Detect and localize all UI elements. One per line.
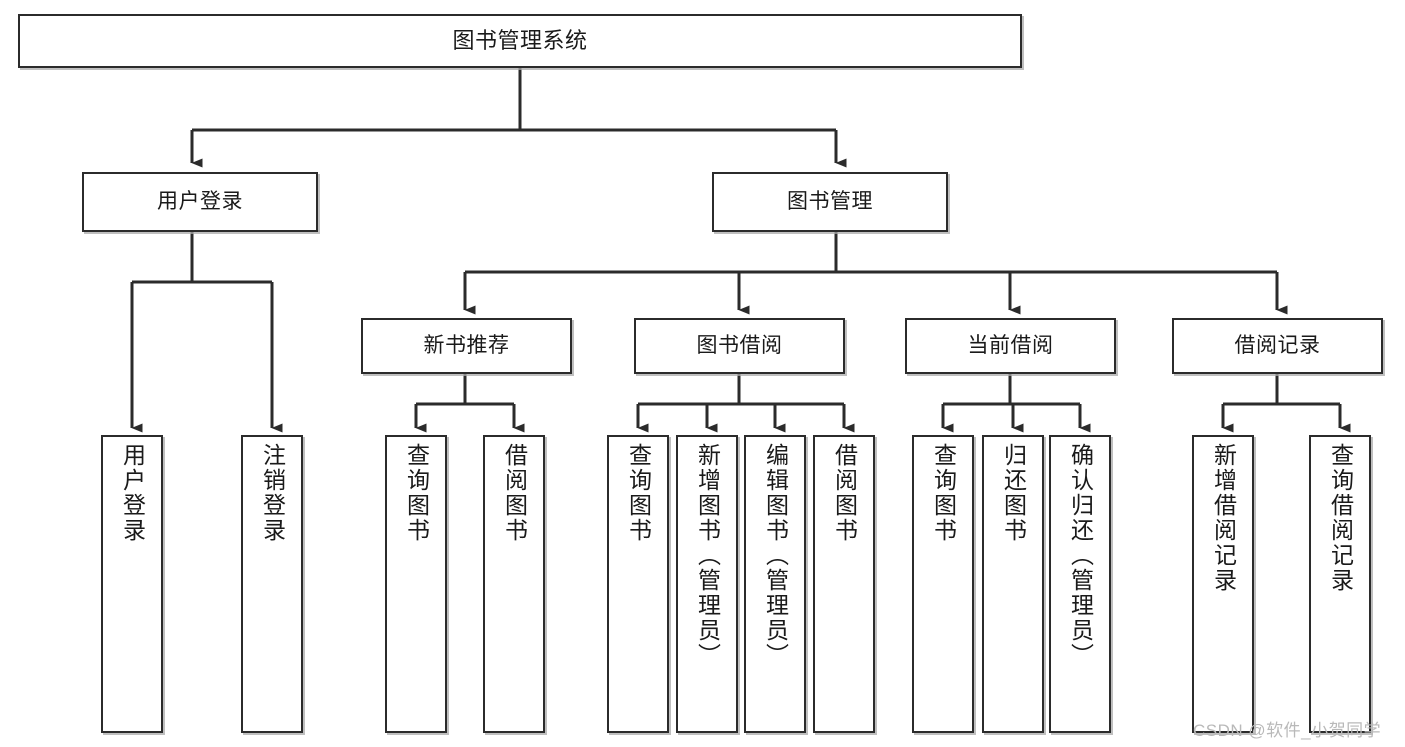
node-label: 查询图书	[625, 443, 652, 543]
node-label: 新书推荐	[423, 334, 510, 358]
node-leaf-user-login[interactable]: 用户登录	[101, 435, 163, 733]
node-label: 归还图书	[1000, 443, 1027, 543]
node-leaf-query-book-recommend[interactable]: 查询图书	[385, 435, 447, 733]
node-leaf-edit-book-admin[interactable]: 编辑图书（管理员）	[744, 435, 806, 733]
node-label: 查询图书	[930, 443, 957, 543]
node-label: 借阅记录	[1234, 334, 1321, 358]
node-borrow-record[interactable]: 借阅记录	[1172, 318, 1383, 374]
node-user-login[interactable]: 用户登录	[82, 172, 318, 232]
node-leaf-logout[interactable]: 注销登录	[241, 435, 303, 733]
node-label: 注销登录	[259, 443, 286, 543]
node-label: 借阅图书	[831, 443, 858, 543]
node-label: 查询借阅记录	[1327, 443, 1354, 593]
node-leaf-confirm-return-admin[interactable]: 确认归还（管理员）	[1049, 435, 1111, 733]
node-label: 新增图书（管理员）	[694, 443, 721, 668]
node-book-management[interactable]: 图书管理	[712, 172, 948, 232]
node-leaf-add-borrow-record[interactable]: 新增借阅记录	[1192, 435, 1254, 733]
node-current-borrow[interactable]: 当前借阅	[905, 318, 1116, 374]
node-leaf-return-book[interactable]: 归还图书	[982, 435, 1044, 733]
node-label: 图书管理系统	[452, 27, 588, 53]
node-label: 编辑图书（管理员）	[762, 443, 789, 668]
node-label: 用户登录	[157, 190, 243, 214]
node-new-book-recommend[interactable]: 新书推荐	[361, 318, 572, 374]
csdn-watermark: CSDN @软件_小贺同学	[1193, 721, 1382, 740]
node-label: 当前借阅	[967, 334, 1054, 358]
node-label: 图书管理	[787, 190, 873, 214]
node-leaf-borrow-book[interactable]: 借阅图书	[813, 435, 875, 733]
node-book-borrow[interactable]: 图书借阅	[634, 318, 845, 374]
node-label: 用户登录	[119, 443, 146, 543]
node-leaf-add-book-admin[interactable]: 新增图书（管理员）	[676, 435, 738, 733]
node-leaf-query-book-current[interactable]: 查询图书	[912, 435, 974, 733]
node-label: 图书借阅	[696, 334, 783, 358]
node-leaf-query-book-borrow[interactable]: 查询图书	[607, 435, 669, 733]
node-leaf-query-borrow-record[interactable]: 查询借阅记录	[1309, 435, 1371, 733]
node-leaf-borrow-book-recommend[interactable]: 借阅图书	[483, 435, 545, 733]
node-label: 查询图书	[403, 443, 430, 543]
node-root-system[interactable]: 图书管理系统	[18, 14, 1022, 68]
node-label: 确认归还（管理员）	[1067, 443, 1094, 668]
node-label: 借阅图书	[501, 443, 528, 543]
node-label: 新增借阅记录	[1210, 443, 1237, 593]
